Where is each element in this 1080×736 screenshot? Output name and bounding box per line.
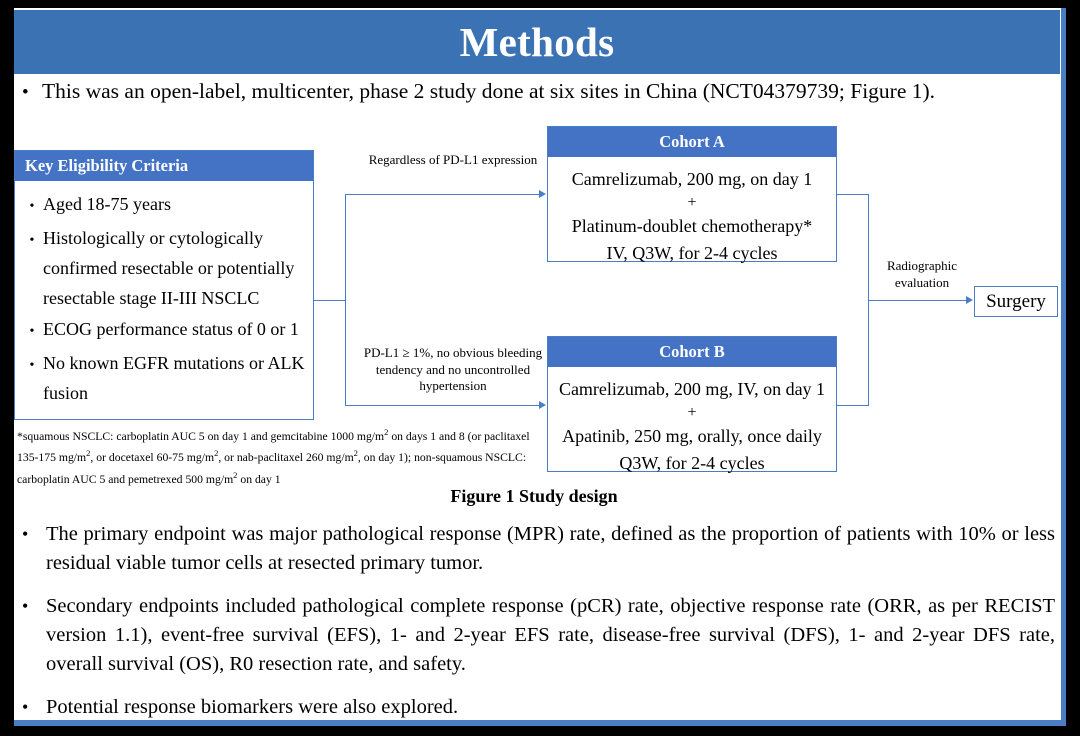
- connector-line-to-cohort-b: [345, 405, 539, 407]
- arrow-head-cohort-b: [539, 400, 546, 409]
- cohort-b-plus: +: [687, 404, 697, 421]
- bullet-marker: •: [29, 233, 35, 248]
- slide-title-bar: Methods: [14, 10, 1060, 74]
- bullet-marker: •: [29, 324, 35, 339]
- list-item: • Aged 18-75 years: [21, 189, 307, 222]
- connector-line-cohort-a-out: [837, 194, 869, 196]
- endpoint-bullet-text: The primary endpoint was major pathologi…: [46, 523, 1055, 574]
- cohort-a-header: Cohort A: [548, 127, 836, 157]
- cohort-a-line-2: Platinum-doublet chemotherapy*: [571, 216, 813, 236]
- arrow-head-cohort-a: [539, 189, 546, 198]
- connector-line-trunk: [345, 194, 347, 406]
- eligibility-header: Key Eligibility Criteria: [15, 151, 313, 181]
- cohort-b-box: Cohort B Camrelizumab, 200 mg, IV, on da…: [547, 336, 837, 473]
- eligibility-item-text: Aged 18-75 years: [43, 194, 171, 214]
- cohort-b-line-2: Apatinib, 250 mg, orally, once daily: [562, 426, 822, 446]
- bullet-marker: •: [29, 358, 35, 373]
- eligibility-item-text: Histologically or cytologically confirme…: [43, 228, 295, 308]
- bullet-marker: •: [22, 82, 29, 103]
- cohort-b-line-1: Camrelizumab, 200 mg, IV, on day 1: [558, 379, 826, 399]
- eligibility-item-text: No known EGFR mutations or ALK fusion: [43, 353, 305, 403]
- bullet-marker: •: [22, 697, 29, 717]
- figure-footnote: *squamous NSCLC: carboplatin AUC 5 on da…: [17, 427, 530, 486]
- list-item: • ECOG performance status of 0 or 1: [21, 314, 307, 347]
- eligibility-criteria-box: Key Eligibility Criteria • Aged 18-75 ye…: [14, 150, 314, 420]
- cohort-a-plus: +: [687, 194, 697, 211]
- list-item: • The primary endpoint was major patholo…: [22, 520, 1055, 578]
- eligibility-list: • Aged 18-75 years • Histologically or c…: [15, 181, 313, 408]
- list-item: • Secondary endpoints included pathologi…: [22, 592, 1055, 679]
- endpoint-bullet-text: Secondary endpoints included pathologica…: [46, 595, 1055, 675]
- connector-label-surgery: Radiographic evaluation: [886, 258, 958, 290]
- connector-line-to-cohort-a: [345, 194, 539, 196]
- connector-line-cohort-b-out: [837, 405, 869, 407]
- eligibility-item-text: ECOG performance status of 0 or 1: [43, 319, 299, 339]
- bullet-marker: •: [22, 524, 29, 544]
- cohort-a-line-1: Camrelizumab, 200 mg, on day 1: [571, 169, 813, 189]
- cohort-b-line-3: Q3W, for 2-4 cycles: [619, 453, 765, 473]
- bullet-marker: •: [29, 199, 35, 214]
- connector-label-cohort-b: PD-L1 ≥ 1%, no obvious bleeding tendency…: [363, 345, 543, 393]
- cohort-a-box: Cohort A Camrelizumab, 200 mg, on day 1 …: [547, 126, 837, 263]
- list-item: • Potential response biomarkers were als…: [22, 693, 1055, 722]
- bullet-marker: •: [22, 596, 29, 616]
- list-item: • No known EGFR mutations or ALK fusion: [21, 348, 307, 408]
- intro-bullet-text: This was an open-label, multicenter, pha…: [42, 79, 936, 103]
- list-item: • Histologically or cytologically confir…: [21, 223, 307, 313]
- cohort-a-line-3: IV, Q3W, for 2-4 cycles: [606, 243, 778, 263]
- endpoint-bullet-text: Potential response biomarkers were also …: [46, 696, 459, 718]
- endpoint-bullet-list: • The primary endpoint was major patholo…: [22, 520, 1055, 736]
- cohort-a-body: Camrelizumab, 200 mg, on day 1 + Platinu…: [548, 157, 836, 267]
- connector-line-to-surgery: [867, 300, 967, 302]
- cohort-b-header: Cohort B: [548, 337, 836, 367]
- connector-label-cohort-a: Regardless of PD-L1 expression: [368, 152, 538, 167]
- arrow-head-surgery: [966, 295, 973, 304]
- surgery-box: Surgery: [974, 286, 1058, 317]
- connector-line-elig-stub: [314, 300, 346, 302]
- figure-caption: Figure 1 Study design: [450, 486, 618, 506]
- intro-bullet: • This was an open-label, multicenter, p…: [22, 78, 1057, 106]
- cohort-b-body: Camrelizumab, 200 mg, IV, on day 1 + Apa…: [548, 367, 836, 477]
- page-title: Methods: [459, 18, 615, 65]
